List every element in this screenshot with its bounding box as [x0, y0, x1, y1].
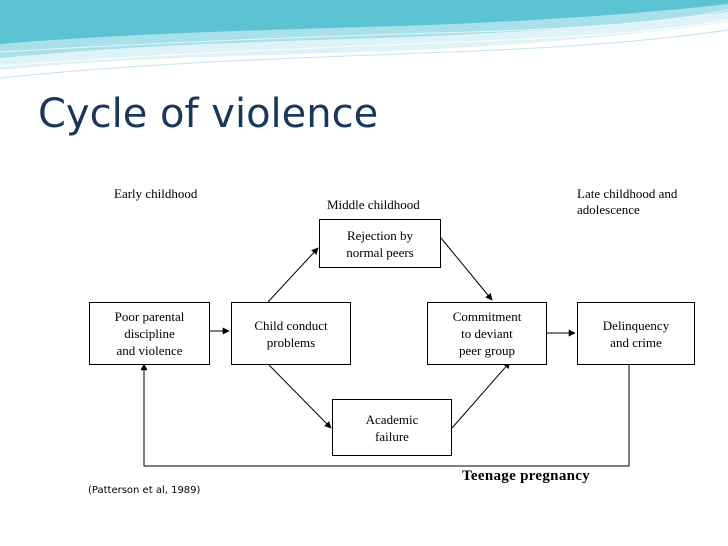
node-academic-failure: Academic failure [332, 399, 452, 456]
wave-line-1 [0, 29, 728, 79]
feedback-loop-arrow [140, 363, 630, 467]
wave-banner [0, 0, 728, 79]
wave-front [0, 0, 728, 44]
stage-label-early: Early childhood [114, 186, 198, 201]
wave-line-3 [0, 9, 728, 53]
arrow-academic-to-commitment [451, 361, 511, 429]
slide-title: Cycle of violence [38, 91, 379, 137]
stage-label-late: Late childhood and adolescence [577, 186, 678, 217]
node-commitment-deviant-peers: Commitment to deviant peer group [427, 302, 547, 365]
node-rejection-by-peers: Rejection by normal peers [319, 219, 441, 268]
stage-label-middle: Middle childhood [327, 197, 420, 212]
arrow-conduct-to-rejection [267, 247, 319, 303]
wave-line-2 [0, 19, 728, 67]
citation: (Patterson et al, 1989) [88, 485, 201, 496]
arrow-conduct-to-academic [267, 363, 332, 429]
arrow-rejection-to-commitment [440, 237, 493, 301]
node-delinquency-and-crime: Delinquency and crime [577, 302, 695, 365]
node-child-conduct-problems: Child conduct problems [231, 302, 351, 365]
node-poor-parental-discipline: Poor parental discipline and violence [89, 302, 210, 365]
feedback-label-teenage-pregnancy: Teenage pregnancy [462, 468, 591, 484]
